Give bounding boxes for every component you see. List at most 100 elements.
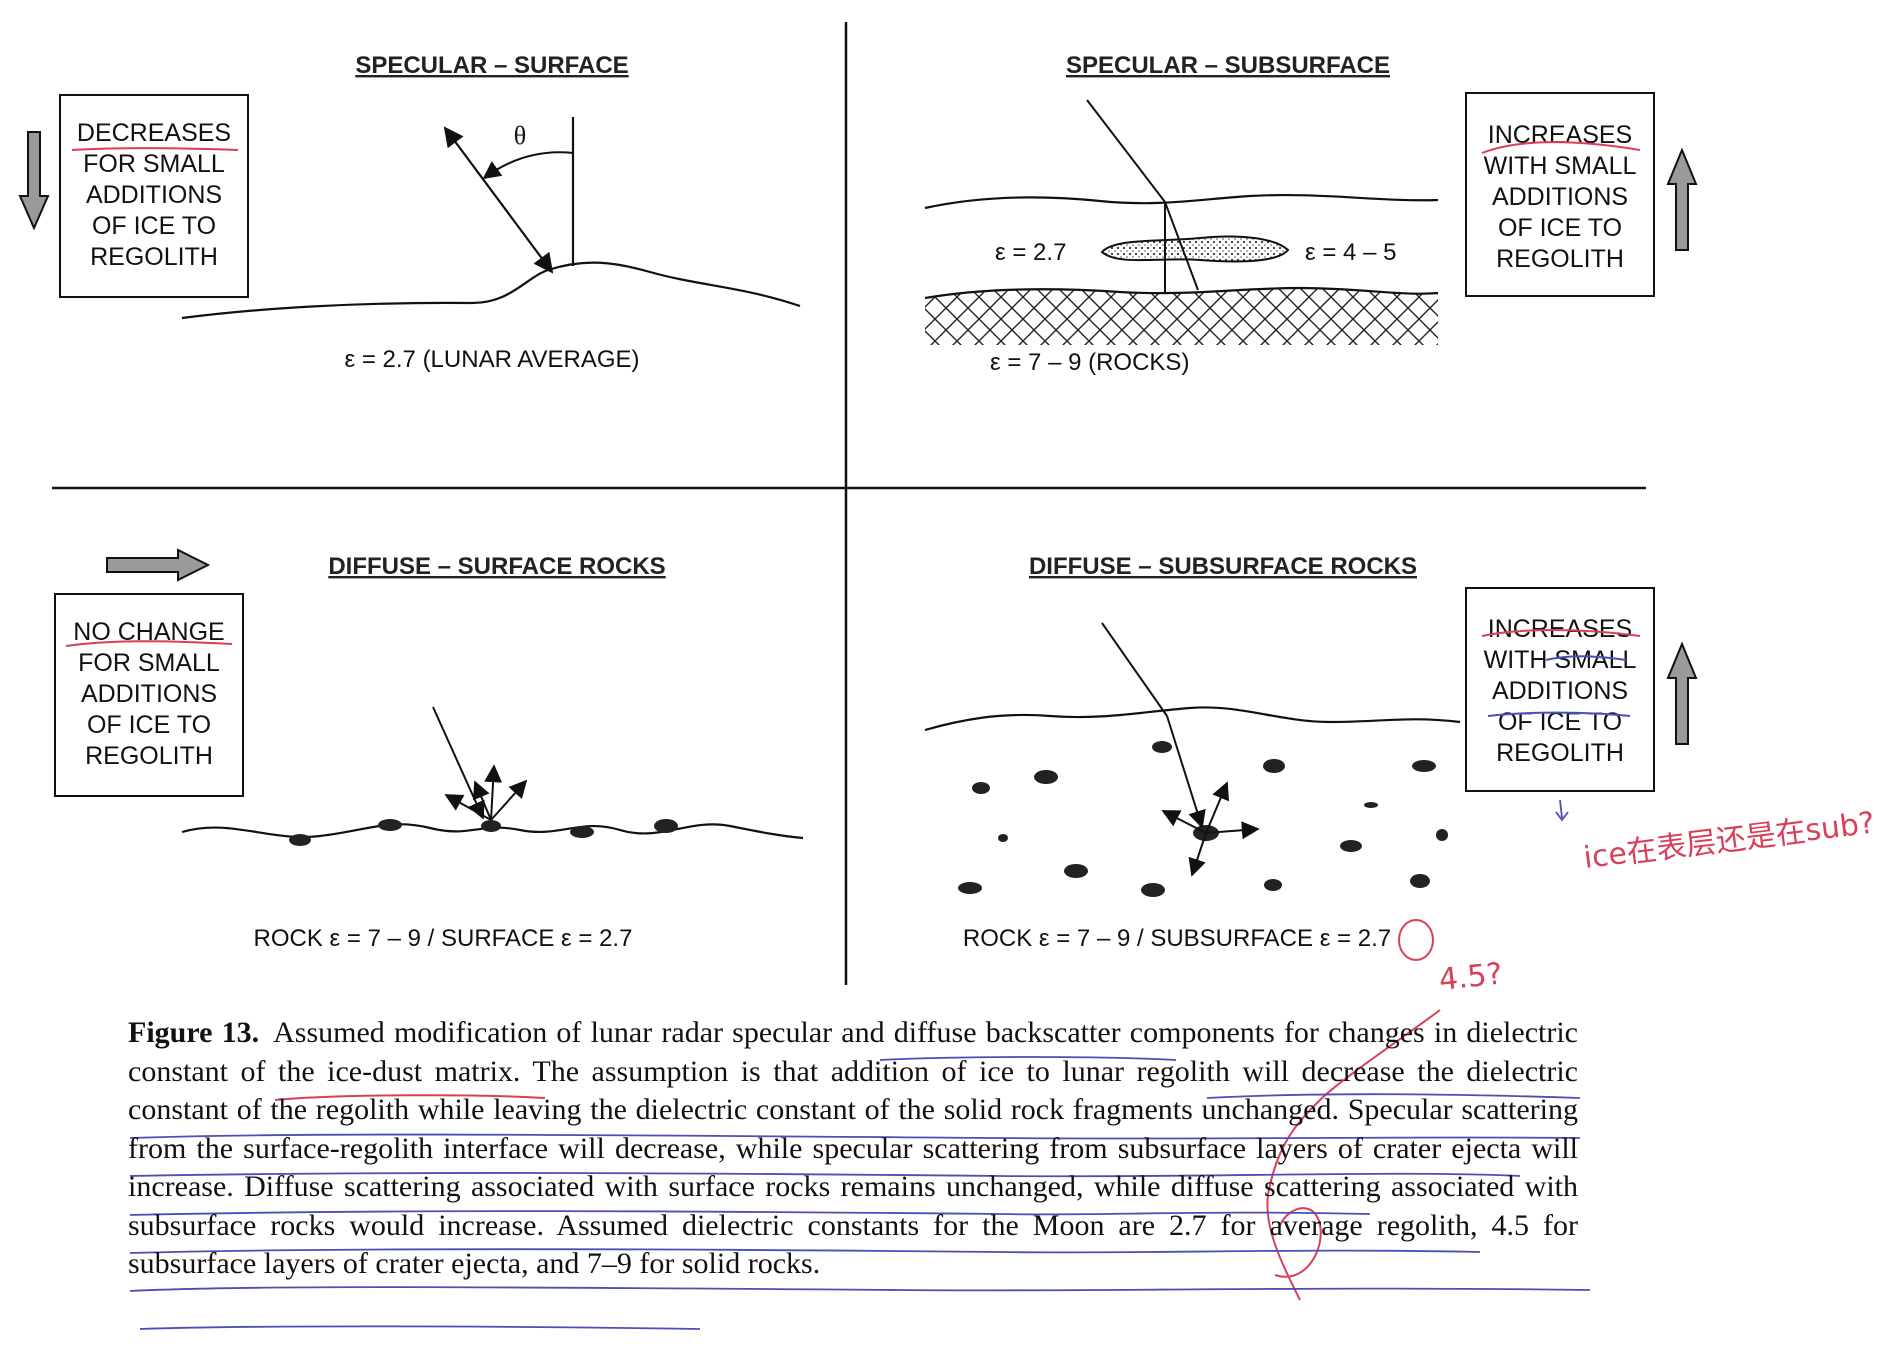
theta-symbol: θ [514, 121, 526, 150]
box-line-2: WITH SMALL [1484, 152, 1637, 180]
box-line-3: ADDITIONS [86, 181, 222, 209]
note-arrow [1555, 799, 1569, 822]
red-underline [71, 147, 239, 151]
scattered-ray [490, 779, 528, 821]
note-circle [1398, 919, 1434, 961]
red-underline [1481, 141, 1641, 154]
panel-title: DIFFUSE – SURFACE ROCKS [328, 553, 665, 580]
blue-underline [129, 1248, 1481, 1254]
surface-rock [289, 834, 311, 846]
dielectric-label: ROCK ε = 7 – 9 / SURFACE ε = 2.7 [254, 925, 633, 952]
blue-underline [129, 1133, 1581, 1140]
buried-rock [998, 834, 1008, 842]
box-line-3: ADDITIONS [1492, 677, 1628, 705]
box-line-4: OF ICE TO [92, 212, 216, 240]
blue-underline [1206, 1093, 1581, 1099]
panel-diffuse-surface: DIFFUSE – SURFACE ROCKS NO CHANGE FOR SM… [54, 548, 804, 952]
buried-rock [1064, 864, 1088, 878]
up-arrow-icon [1666, 147, 1698, 251]
surface-line [924, 706, 1461, 732]
ice-lens [1100, 235, 1290, 263]
surface-line [181, 261, 801, 320]
buried-rock [1364, 802, 1378, 808]
box-line-4: OF ICE TO [87, 711, 211, 739]
box-line-2: FOR SMALL [83, 150, 225, 178]
surface-rock [481, 820, 501, 832]
blue-underline [1487, 711, 1631, 717]
scattered-ray [1205, 821, 1260, 840]
panel-specular-subsurface: SPECULAR – SUBSURFACE INCREASES WITH SMA… [924, 52, 1698, 376]
box-line-3: ADDITIONS [81, 680, 217, 708]
figure-caption: Figure 13.Assumed modification of lunar … [128, 1014, 1578, 1284]
caption-text: Assumed modification of lunar radar spec… [128, 1016, 1578, 1280]
epsilon-regolith: ε = 2.7 [995, 239, 1066, 266]
blue-underline [129, 1172, 1521, 1178]
box-line-1: INCREASES [1488, 615, 1632, 643]
box-line-3: ADDITIONS [1492, 183, 1628, 211]
rock-layer [925, 288, 1438, 345]
buried-rock [1152, 741, 1172, 753]
buried-rock [958, 882, 982, 894]
note-pointer-loop [1274, 1207, 1322, 1278]
panel-title: SPECULAR – SURFACE [355, 52, 628, 79]
box-line-5: REGOLITH [1496, 739, 1624, 767]
refracted-ray-1 [1164, 201, 1199, 291]
box-line-5: REGOLITH [90, 243, 218, 271]
surface-line [924, 193, 1439, 210]
box-line-4: OF ICE TO [1498, 214, 1622, 242]
panel-title: DIFFUSE – SUBSURFACE ROCKS [1029, 553, 1417, 580]
panel-specular-surface: SPECULAR – SURFACE DECREASES FOR SMALL A… [18, 52, 801, 373]
buried-rock [1034, 770, 1058, 784]
box-line-2: WITH SMALL [1484, 646, 1637, 674]
right-arrow-icon [106, 548, 211, 582]
epsilon-rocks: ε = 7 – 9 (ROCKS) [990, 349, 1189, 376]
effect-box [1465, 587, 1655, 792]
blue-underline [1545, 655, 1627, 661]
buried-rock [1340, 840, 1362, 852]
scattered-ray [1188, 832, 1207, 877]
refracted-ray [1166, 715, 1206, 829]
scattered-ray [1161, 810, 1207, 834]
dielectric-label: ROCK ε = 7 – 9 / SUBSURFACE ε = 2.7 [963, 925, 1391, 952]
scattered-ray [472, 780, 492, 821]
effect-box [1465, 92, 1655, 297]
red-underline [1481, 629, 1641, 637]
surface-rock [570, 826, 594, 838]
box-line-1: DECREASES [77, 119, 231, 147]
blue-underline [129, 1286, 1591, 1292]
box-line-5: REGOLITH [1496, 245, 1624, 273]
note-ice-question: ice在表层还是在sub? [1582, 806, 1877, 876]
note-pointer [1266, 1009, 1441, 1301]
effect-box [54, 593, 244, 797]
blue-underline [139, 1325, 701, 1330]
buried-rock [972, 782, 990, 794]
buried-rock [1263, 759, 1285, 773]
scattered-ray [1205, 781, 1230, 834]
incident-ray [443, 126, 554, 274]
buried-rock [1412, 760, 1436, 772]
note-value-question: 4.5? [1437, 956, 1504, 997]
down-arrow-icon [18, 131, 50, 231]
red-underline [65, 640, 233, 647]
box-line-5: REGOLITH [85, 742, 213, 770]
caption-pen-marks [129, 1056, 1591, 1330]
scattered-ray [484, 764, 503, 821]
buried-rock [1436, 829, 1448, 841]
panel-diffuse-subsurface: DIFFUSE – SUBSURFACE ROCKS INCREASES WIT… [924, 553, 1698, 952]
caption-label: Figure 13. [128, 1016, 260, 1049]
incident-ray [1086, 99, 1166, 203]
box-line-2: FOR SMALL [78, 649, 220, 677]
buried-rock [1141, 883, 1165, 897]
dielectric-label: ε = 2.7 (LUNAR AVERAGE) [344, 346, 639, 373]
epsilon-lens: ε = 4 – 5 [1305, 239, 1396, 266]
up-arrow-icon [1666, 641, 1698, 745]
buried-rock [1264, 879, 1282, 891]
rock-layer-top [924, 286, 1439, 300]
panel-title: SPECULAR – SUBSURFACE [1066, 52, 1390, 79]
scattered-ray [444, 794, 492, 821]
angle-arc [482, 151, 574, 180]
surface-rock [378, 819, 402, 831]
surface-rock [654, 819, 678, 833]
blue-underline [879, 1056, 1177, 1061]
